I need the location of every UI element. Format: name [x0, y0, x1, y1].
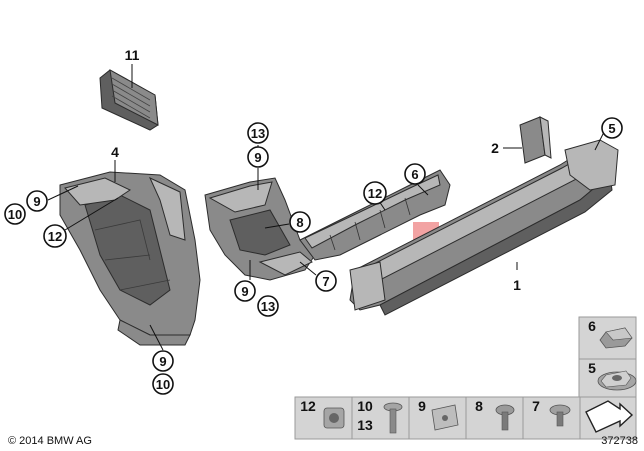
part-3-bracket [299, 169, 451, 261]
circle-callout-10-left [4, 203, 26, 225]
callout-6: 6 [411, 167, 418, 182]
circle-callout-8 [289, 211, 311, 233]
callout-13-lower: 13 [261, 299, 275, 314]
copyright-text: © 2014 BMW AG [8, 435, 92, 447]
callout-8: 8 [296, 215, 303, 230]
circle-callout-5 [601, 117, 623, 139]
part-4-bracket [59, 171, 201, 346]
callout-5: 5 [608, 121, 615, 136]
screw-icon [383, 402, 403, 434]
plastic-rivet-icon [495, 404, 515, 431]
legend-label-10: 10 [357, 398, 373, 414]
legend-label-13: 13 [357, 417, 373, 433]
circle-callout-9-bottom [152, 350, 174, 372]
expanding-rivet-icon [549, 404, 571, 427]
circle-callout-9-lower [234, 280, 256, 302]
direction-arrow-icon [585, 400, 634, 433]
legend-label-9: 9 [418, 398, 426, 414]
circle-callout-12-left [43, 224, 67, 248]
callout-13-top: 13 [251, 126, 265, 141]
legend-label-6: 6 [588, 318, 596, 334]
legend-label-12: 12 [300, 398, 316, 414]
callout-11: 11 [125, 47, 140, 63]
legend-label-5: 5 [588, 360, 596, 376]
flange-nut-icon [597, 370, 637, 391]
circle-callout-13-top [247, 122, 269, 144]
callout-12-mid: 12 [368, 186, 382, 201]
circle-callout-6 [404, 163, 426, 185]
legend-box-7 [522, 396, 581, 440]
circle-callout-9-mid [247, 146, 269, 168]
circle-callout-7 [315, 270, 337, 292]
callout-1: 1 [513, 277, 521, 293]
callout-2: 2 [491, 140, 499, 156]
callout-9-mid: 9 [254, 150, 261, 165]
circle-callout-13-lower [257, 295, 279, 317]
hex-nut-icon [599, 327, 633, 349]
callout-9-bottom: 9 [159, 354, 166, 369]
callout-12-left: 12 [48, 229, 62, 244]
legend-label-7: 7 [532, 398, 540, 414]
part-11-block [99, 69, 159, 131]
circle-callout-10-bottom [152, 373, 174, 395]
part-1-bumper-beam [349, 139, 619, 316]
circle-callout-12-mid [363, 181, 387, 205]
callout-10-left: 10 [8, 207, 22, 222]
expanding-nut-icon [323, 407, 345, 429]
callout-4: 4 [111, 144, 119, 160]
callout-9-left: 9 [33, 194, 40, 209]
middle-bracket [204, 177, 316, 281]
callout-9-lower: 9 [241, 284, 248, 299]
diagram-number: 372738 [601, 435, 638, 447]
circle-callout-9-left [26, 190, 48, 212]
callout-10-bottom: 10 [156, 377, 170, 392]
legend-label-8: 8 [475, 398, 483, 414]
clip-nut-icon [431, 404, 459, 431]
part-2-plate [519, 116, 552, 164]
callout-7: 7 [322, 274, 329, 289]
